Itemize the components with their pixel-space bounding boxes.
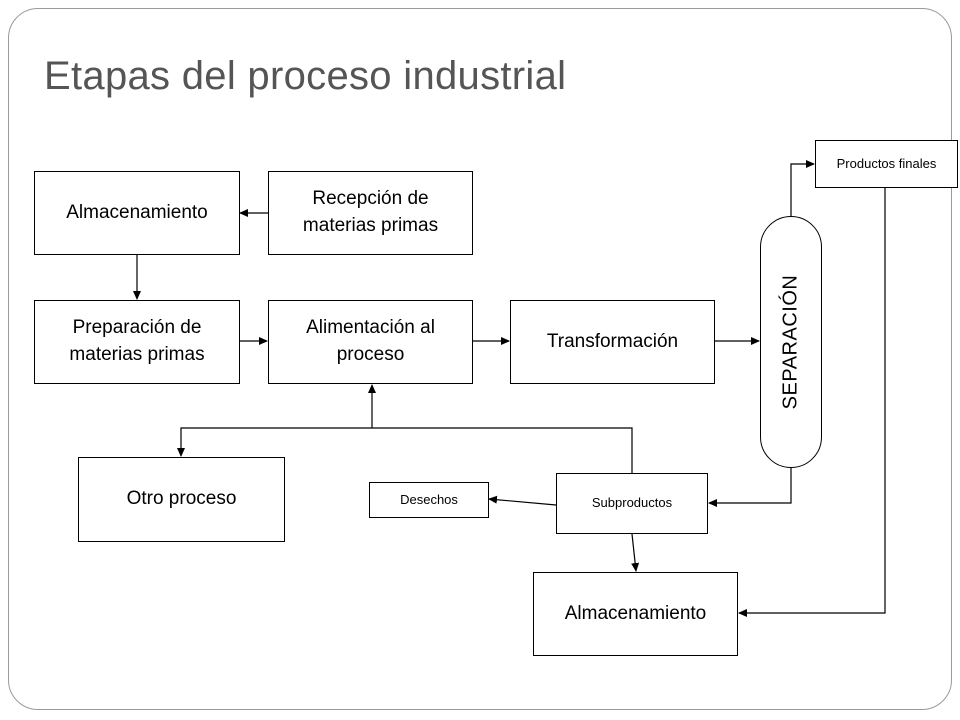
arrow-subproductos-to-desechos — [488, 495, 557, 506]
arrow-subproductos-recirculation — [177, 427, 633, 473]
preparacion-box: Preparación de materias primas — [34, 300, 240, 384]
preparacion-label-line1: Preparación de — [72, 317, 202, 339]
transformacion-label: Transformación — [546, 330, 679, 352]
otro-proceso-box: Otro proceso — [78, 457, 285, 542]
recepcion-label-line2: materias primas — [302, 215, 439, 236]
separacion-label: SEPARACIÓN — [779, 274, 802, 410]
productos-finales-label: Productos finales — [836, 155, 937, 171]
arrow-separacion-to-productos — [790, 160, 815, 216]
almacenamiento-top-label: Almacenamiento — [66, 201, 208, 223]
recepcion-box: Recepción de materias primas — [268, 171, 473, 255]
arrow-productos-to-almacenamiento — [738, 188, 886, 617]
preparacion-label-line2: materias primas — [69, 344, 205, 365]
almacenamiento-top-box: Almacenamiento — [34, 171, 240, 255]
separacion-node: SEPARACIÓN — [760, 216, 822, 468]
desechos-label: Desechos — [400, 491, 458, 507]
arrow-separacion-to-subproductos — [708, 468, 792, 507]
productos-finales-box: Productos finales — [815, 140, 958, 188]
almacenamiento-bottom-box: Almacenamiento — [533, 572, 738, 656]
page-title: Etapas del proceso industrial — [44, 54, 567, 98]
otro-proceso-label: Otro proceso — [126, 488, 237, 510]
alimentacion-label-line1: Alimentación al — [306, 317, 435, 339]
desechos-box: Desechos — [369, 482, 489, 518]
recepcion-label-line1: Recepción de — [312, 188, 429, 210]
alimentacion-label-line2: proceso — [336, 344, 405, 365]
transformacion-box: Transformación — [510, 300, 715, 384]
subproductos-box: Subproductos — [556, 473, 708, 534]
almacenamiento-bottom-label: Almacenamiento — [564, 602, 707, 624]
arrow-subproductos-to-almacenamiento — [631, 533, 640, 572]
alimentacion-box: Alimentación al proceso — [268, 300, 473, 384]
subproductos-label: Subproductos — [591, 495, 673, 511]
